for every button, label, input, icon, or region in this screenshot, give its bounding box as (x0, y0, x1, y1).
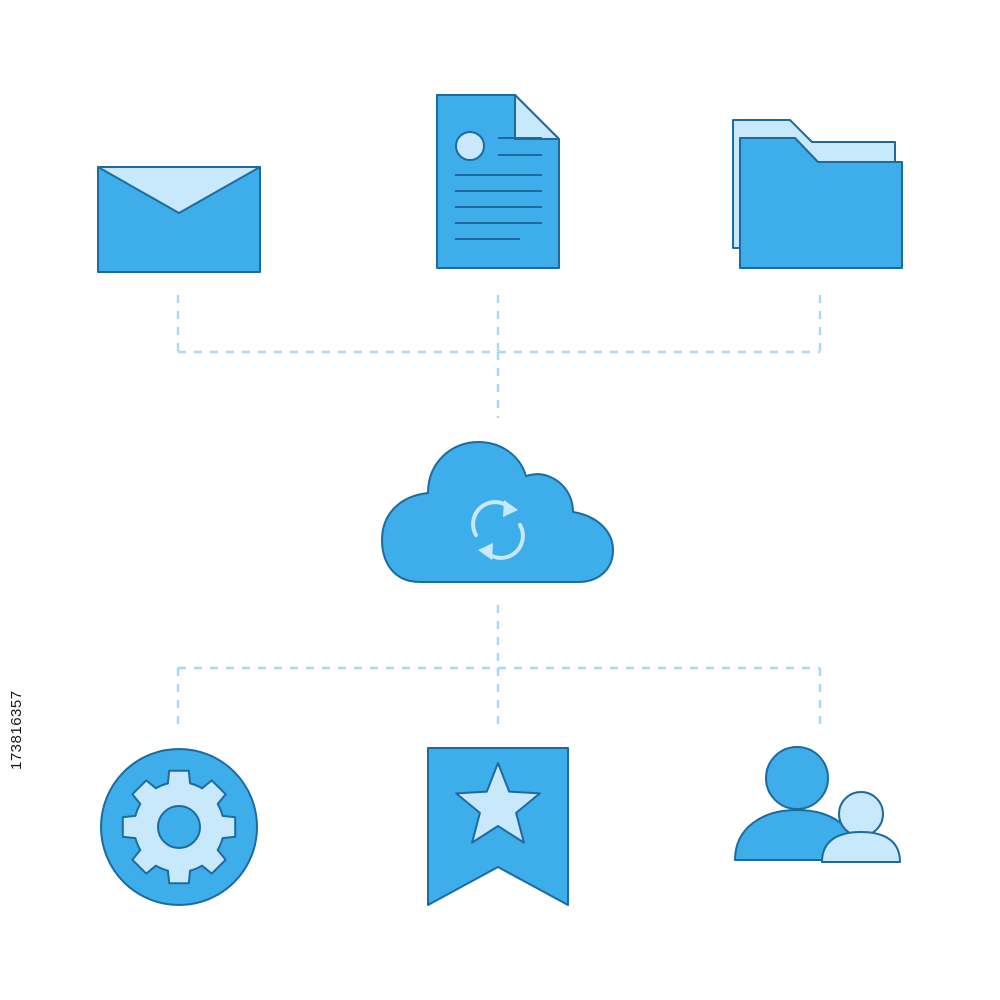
cloud-sync-icon (381, 441, 614, 583)
envelope-icon (97, 166, 261, 273)
connectors (176, 295, 822, 730)
stock-id-label: 173816357 (8, 690, 25, 770)
folder-icon (732, 119, 903, 269)
document-icon (436, 94, 560, 269)
bookmark-star-icon (427, 747, 569, 906)
users-icon (734, 746, 901, 863)
gear-icon (100, 748, 258, 906)
